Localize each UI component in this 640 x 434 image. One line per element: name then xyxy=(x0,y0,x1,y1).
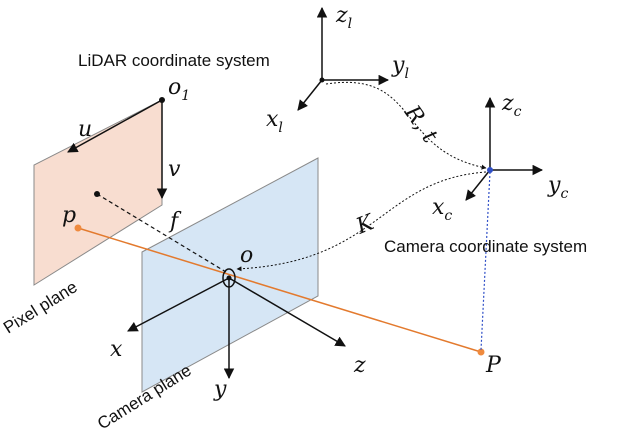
v-label: v xyxy=(168,157,181,182)
z-l-label: zl xyxy=(335,3,352,32)
origin-o1-dot xyxy=(159,97,165,103)
z-c-label: zc xyxy=(501,91,522,120)
camcs-x-axis xyxy=(465,169,491,201)
x-label: x xyxy=(110,337,123,362)
k-transform-arrow xyxy=(236,171,487,272)
o-label: o xyxy=(240,243,253,268)
z-label: z xyxy=(353,353,366,378)
P-label: P xyxy=(485,353,502,378)
Rt-label: R, t xyxy=(399,100,443,148)
camera-system-label: Camera coordinate system xyxy=(384,237,587,256)
point-p xyxy=(74,224,82,232)
projection-ray xyxy=(77,227,482,353)
o1-label: o1 xyxy=(168,75,190,104)
lidar-x-axis xyxy=(297,79,323,111)
y-l-label: yl xyxy=(391,53,409,82)
camcs-origin xyxy=(487,167,493,173)
lidar-origin xyxy=(319,77,325,83)
p-label: p xyxy=(62,203,76,228)
x-l-label: xl xyxy=(266,107,283,136)
camera-center-dot xyxy=(226,275,232,281)
y-label: y xyxy=(213,377,227,402)
pixel-plane-label: Pixel plane xyxy=(0,277,81,337)
u-label: u xyxy=(78,117,92,142)
u-axis xyxy=(67,99,163,153)
camera-z-axis xyxy=(228,277,346,347)
x-c-label: xc xyxy=(432,195,452,224)
lidar-system-label: LiDAR coordinate system xyxy=(78,51,270,70)
camera-x-axis xyxy=(127,277,230,332)
camera-center-ring xyxy=(222,268,236,288)
f-label: f xyxy=(168,209,182,234)
camcs-to-P-line xyxy=(480,171,491,351)
point-P xyxy=(477,348,485,356)
K-label: K xyxy=(352,210,379,240)
y-c-label: yc xyxy=(547,173,568,202)
